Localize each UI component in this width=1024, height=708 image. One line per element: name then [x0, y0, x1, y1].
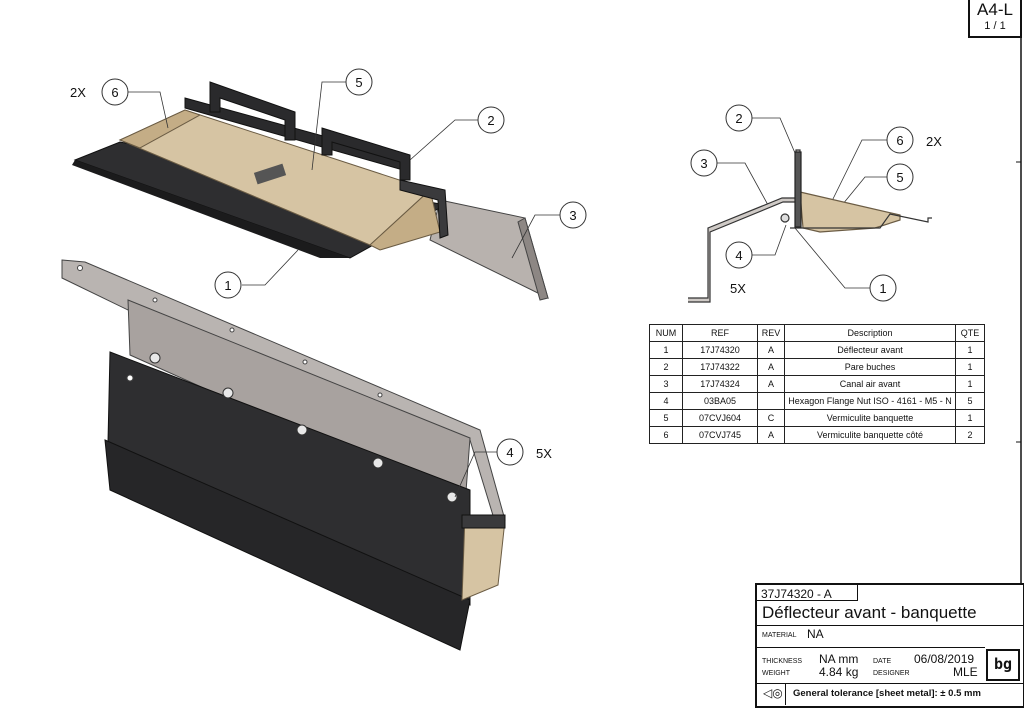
title-block: 37J74320 - A Déflecteur avant - banquett… — [755, 583, 1024, 708]
projection-symbol-icon: ◁◎ — [763, 686, 783, 700]
bom-cell: 03BA05 — [682, 392, 758, 410]
general-tolerance: General tolerance [sheet metal]: ± 0.5 m… — [793, 688, 981, 699]
bom-cell: 17J74320 — [682, 341, 758, 359]
divider — [757, 647, 985, 648]
bom-cell: Pare buches — [784, 358, 956, 376]
side-view — [688, 149, 932, 303]
sheet-format-box: A4-L 1 / 1 — [968, 0, 1022, 38]
bom-cell: 3 — [649, 375, 683, 393]
bom-cell: 5 — [955, 392, 985, 410]
bom-cell: 17J74322 — [682, 358, 758, 376]
bom-cell: 2 — [649, 358, 683, 376]
iso-view-top — [72, 81, 549, 301]
bom-cell: 07CVJ604 — [682, 409, 758, 427]
bom-cell: Canal air avant — [784, 375, 956, 393]
qty-note-top-6: 2X — [70, 85, 86, 100]
bom-cell: A — [757, 426, 785, 444]
divider — [757, 625, 1023, 626]
material-value: NA — [807, 627, 824, 641]
bom-cell: 6 — [649, 426, 683, 444]
bom-cell: 1 — [955, 375, 985, 393]
bom-cell: A — [757, 341, 785, 359]
bom-cell: 1 — [649, 341, 683, 359]
bom-cell: A — [757, 358, 785, 376]
bom-header-description: Description — [784, 324, 956, 342]
bom-cell: Vermiculite banquette côté — [784, 426, 956, 444]
designer-label: DESIGNER — [873, 670, 910, 677]
drawing-code: 37J74320 - A — [761, 587, 832, 601]
bom-cell: 17J74324 — [682, 375, 758, 393]
company-logo: bg — [986, 649, 1020, 681]
bom-cell: 2 — [955, 426, 985, 444]
bom-cell: Déflecteur avant — [784, 341, 956, 359]
code-box — [757, 585, 858, 601]
sheet-page: 1 / 1 — [984, 20, 1006, 32]
bom-cell: 1 — [955, 409, 985, 427]
bom-cell: Vermiculite banquette — [784, 409, 956, 427]
bom-cell: Hexagon Flange Nut ISO - 4161 - M5 - N — [784, 392, 956, 410]
thickness-label: THICKNESS — [762, 658, 803, 665]
weight-value: 4.84 kg — [819, 665, 859, 679]
bom-cell: 4 — [649, 392, 683, 410]
bom-cell: 5 — [649, 409, 683, 427]
qty-note-bottom-4: 5X — [536, 446, 552, 461]
bom-cell: 07CVJ745 — [682, 426, 758, 444]
divider — [785, 683, 786, 705]
thickness-value: NA mm — [819, 652, 859, 666]
sheet-format: A4-L — [977, 0, 1013, 19]
designer-value: MLE — [953, 665, 978, 679]
bom-header-row: NUM REF REV Description QTE — [649, 324, 985, 342]
weight-label: WEIGHT — [762, 670, 790, 677]
iso-view-bottom — [61, 259, 506, 651]
divider — [757, 683, 1023, 684]
bom-header-num: NUM — [649, 324, 683, 342]
bom-cell — [757, 392, 785, 410]
qty-note-side-6: 2X — [926, 134, 942, 149]
bom-cell: 1 — [955, 341, 985, 359]
bom-header-rev: REV — [757, 324, 785, 342]
bom-cell: 1 — [955, 358, 985, 376]
drawing-title: Déflecteur avant - banquette — [762, 603, 977, 622]
bom-cell: A — [757, 375, 785, 393]
material-label: MATERIAL — [762, 632, 797, 639]
date-label: DATE — [873, 658, 892, 665]
date-value: 06/08/2019 — [914, 652, 975, 666]
bom-header-ref: REF — [682, 324, 758, 342]
qty-note-side-4: 5X — [730, 281, 746, 296]
bom-cell: C — [757, 409, 785, 427]
bom-header-qte: QTE — [955, 324, 985, 342]
